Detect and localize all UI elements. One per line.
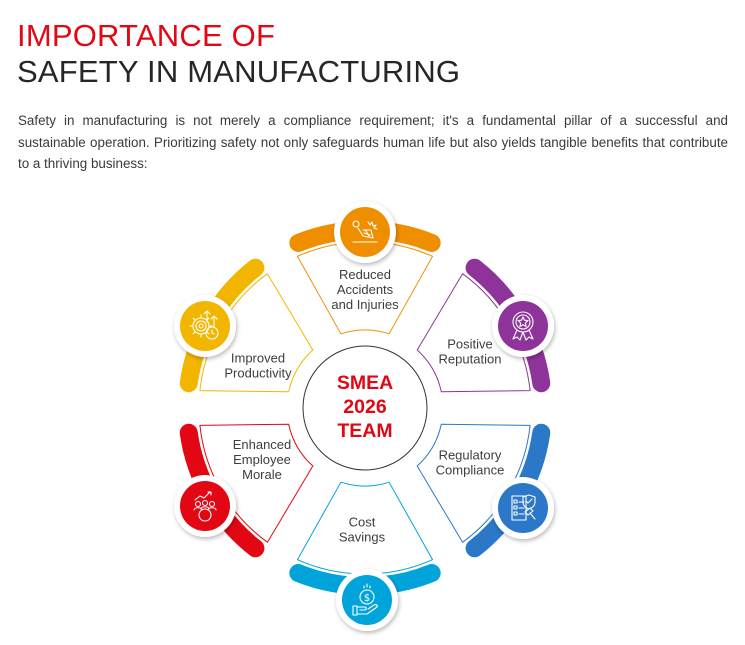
icon-badge-fill [498, 301, 548, 351]
segment-label-enhanced-morale-line-3: Morale [242, 467, 282, 482]
dollar-glyph: $ [364, 593, 370, 604]
intro-paragraph: Safety in manufacturing is not merely a … [18, 113, 728, 171]
icon-badge-fill [342, 575, 392, 625]
center-line-3: TEAM [337, 420, 392, 442]
segment-label-improved-productivity-line-2: Productivity [224, 366, 292, 381]
segment-label-positive-reputation-line-2: Reputation [439, 352, 502, 367]
center-hub: SMEA 2026 TEAM [302, 345, 428, 471]
segment-label-cost-savings-line-2: Savings [339, 530, 386, 545]
money-hand-icon: $ [336, 569, 398, 631]
segment-label-cost-savings-line-1: Cost [349, 515, 376, 530]
team-growth-icon [174, 475, 236, 537]
segment-label-reduced-accidents-line-3: and Injuries [331, 297, 399, 312]
icon-badge-fill [180, 301, 230, 351]
center-circle [302, 345, 428, 471]
segment-icons: $ [174, 201, 554, 631]
segment-label-reduced-accidents-line-1: Reduced [339, 267, 391, 282]
page-title: IMPORTANCE OF SAFETY IN MANUFACTURING [17, 18, 460, 90]
injury-icon [334, 201, 396, 263]
segment-label-reduced-accidents-line-2: Accidents [337, 282, 394, 297]
segment-outline-regulatory-compliance [416, 423, 531, 543]
segment-label-enhanced-morale-line-1: Enhanced [233, 437, 292, 452]
segment-label-improved-productivity-line-1: Improved [231, 351, 285, 366]
segment-label-positive-reputation-line-1: Positive [447, 337, 493, 352]
segment-outlines [199, 241, 531, 575]
segment-label-regulatory-compliance-line-2: Compliance [436, 463, 505, 478]
segment-outline-enhanced-morale [199, 423, 314, 543]
segment-outline-improved-productivity [199, 273, 314, 393]
title-line-1: IMPORTANCE OF [17, 18, 276, 53]
center-line-1: SMEA [337, 372, 393, 394]
segment-label-enhanced-morale-line-2: Employee [233, 452, 291, 467]
title-line-2: SAFETY IN MANUFACTURING [17, 54, 461, 89]
compliance-checklist-icon [492, 477, 554, 539]
segment-outline-reduced-accidents [296, 241, 434, 335]
center-line-2: 2026 [343, 396, 387, 418]
gear-target-icon [174, 295, 236, 357]
segment-outline-positive-reputation [416, 273, 531, 393]
icon-badge-fill [340, 207, 390, 257]
segment-outline-cost-savings [296, 481, 434, 575]
segment-label-regulatory-compliance-line-1: Regulatory [439, 448, 502, 463]
award-ribbon-icon [492, 295, 554, 357]
